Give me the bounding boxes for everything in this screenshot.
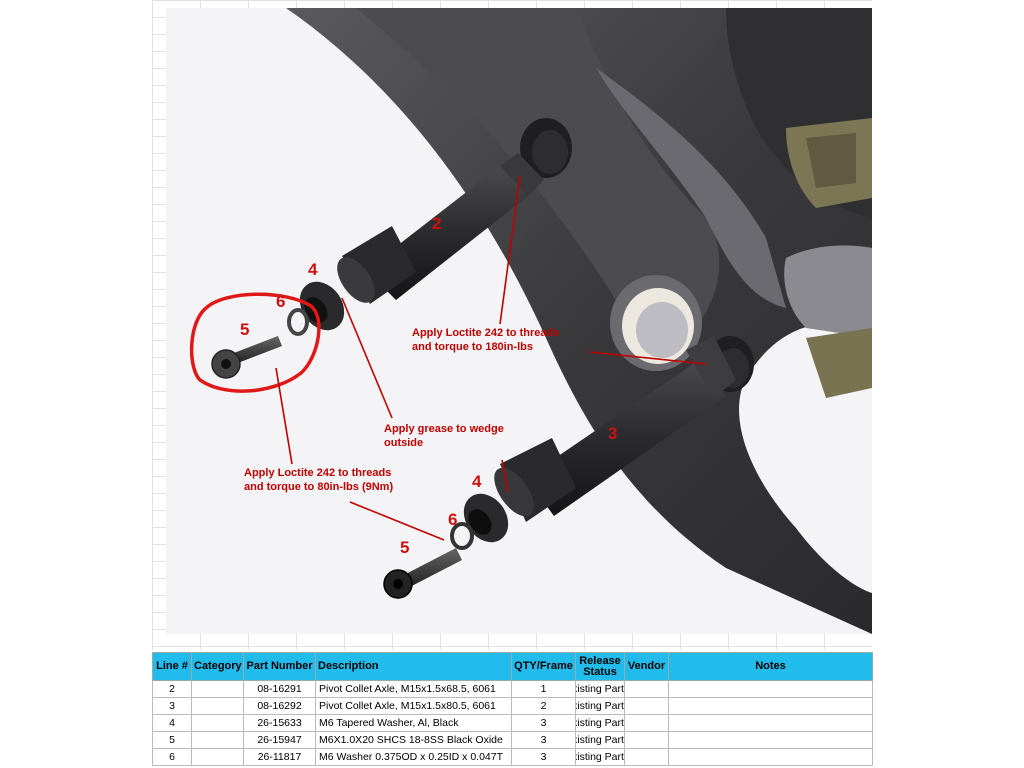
cell-part-number[interactable]: 26-15947 [243, 731, 316, 749]
label-part-6-lower: 6 [448, 510, 458, 529]
upper-bolt [211, 336, 282, 379]
cell-notes[interactable] [668, 697, 873, 715]
label-part-3: 3 [608, 424, 618, 443]
cell-vendor[interactable] [624, 731, 669, 749]
label-part-2: 2 [432, 214, 442, 233]
cell-qty[interactable]: 3 [511, 731, 576, 749]
cell-category[interactable] [191, 680, 244, 698]
lower-axle [494, 336, 736, 522]
cell-notes[interactable] [668, 731, 873, 749]
cell-part-number[interactable]: 08-16291 [243, 680, 316, 698]
cell-release-status[interactable]: xisting Part [575, 731, 625, 749]
cell-description[interactable]: M6X1.0X20 SHCS 18-8SS Black Oxide [315, 731, 512, 749]
exploded-view-svg [189, 8, 872, 634]
table-row: 3 08-16292 Pivot Collet Axle, M15x1.5x80… [152, 697, 873, 715]
col-header-vendor: Vendor [624, 652, 669, 681]
cell-line[interactable]: 2 [152, 680, 192, 698]
table-header-row: Line # Category Part Number Description … [152, 652, 873, 681]
callout-grease: Apply grease to wedge outside [384, 423, 504, 449]
cell-description[interactable]: M6 Tapered Washer, Al, Black [315, 714, 512, 732]
cell-notes[interactable] [668, 748, 873, 766]
label-part-4-upper: 4 [308, 260, 318, 279]
cell-notes[interactable] [668, 680, 873, 698]
col-header-qty: QTY/Frame [511, 652, 576, 681]
col-header-category: Category [191, 652, 244, 681]
cell-qty[interactable]: 3 [511, 748, 576, 766]
cell-line[interactable]: 3 [152, 697, 192, 715]
col-header-notes: Notes [668, 652, 873, 681]
cell-part-number[interactable]: 26-15633 [243, 714, 316, 732]
cell-vendor[interactable] [624, 748, 669, 766]
lower-bolt [383, 548, 462, 599]
col-header-description: Description [315, 652, 512, 681]
cell-line[interactable]: 6 [152, 748, 192, 766]
cell-vendor[interactable] [624, 680, 669, 698]
cell-release-status[interactable]: xisting Part [575, 714, 625, 732]
label-part-5-upper: 5 [240, 320, 250, 339]
label-part-5-lower: 5 [400, 538, 410, 557]
cell-description[interactable]: M6 Washer 0.375OD x 0.25ID x 0.047T [315, 748, 512, 766]
cell-category[interactable] [191, 697, 244, 715]
cell-category[interactable] [191, 731, 244, 749]
label-part-6-upper: 6 [276, 292, 286, 311]
col-header-release-status: Release Status [575, 652, 625, 681]
upper-washer-ring [287, 308, 309, 336]
cell-vendor[interactable] [624, 714, 669, 732]
cell-release-status[interactable]: xisting Part [575, 748, 625, 766]
cell-release-status[interactable]: xisting Part [575, 680, 625, 698]
cell-part-number[interactable]: 08-16292 [243, 697, 316, 715]
cell-line[interactable]: 5 [152, 731, 192, 749]
label-part-4-lower: 4 [472, 472, 482, 491]
callout-loctite-axle: Apply Loctite 242 to threads and torque … [412, 327, 560, 353]
col-header-part-number: Part Number [243, 652, 316, 681]
cell-release-status[interactable]: xisting Part [575, 697, 625, 715]
lower-washer-ring [450, 522, 474, 550]
upper-axle [337, 153, 544, 304]
cell-part-number[interactable]: 26-11817 [243, 748, 316, 766]
table-row: 4 26-15633 M6 Tapered Washer, Al, Black … [152, 714, 873, 732]
callout-loctite-bolt: Apply Loctite 242 to threads and torque … [244, 467, 394, 493]
cell-qty[interactable]: 3 [511, 714, 576, 732]
assembly-drawing: Apply Loctite 242 to threads and torque … [166, 8, 872, 634]
cell-category[interactable] [191, 748, 244, 766]
col-header-line: Line # [152, 652, 192, 681]
cell-qty[interactable]: 2 [511, 697, 576, 715]
cell-description[interactable]: Pivot Collet Axle, M15x1.5x80.5, 6061 [315, 697, 512, 715]
bill-of-materials-table: Line # Category Part Number Description … [152, 652, 873, 766]
cell-qty[interactable]: 1 [511, 680, 576, 698]
cell-description[interactable]: Pivot Collet Axle, M15x1.5x68.5, 6061 [315, 680, 512, 698]
leader-lines [275, 175, 707, 541]
table-row: 5 26-15947 M6X1.0X20 SHCS 18-8SS Black O… [152, 731, 873, 749]
cell-category[interactable] [191, 714, 244, 732]
cell-notes[interactable] [668, 714, 873, 732]
table-row: 6 26-11817 M6 Washer 0.375OD x 0.25ID x … [152, 748, 873, 766]
table-row: 2 08-16291 Pivot Collet Axle, M15x1.5x68… [152, 680, 873, 698]
lower-tapered-washer [463, 493, 509, 543]
cell-vendor[interactable] [624, 697, 669, 715]
frame-body [286, 8, 872, 634]
cell-line[interactable]: 4 [152, 714, 192, 732]
highlight-circle [189, 292, 321, 393]
